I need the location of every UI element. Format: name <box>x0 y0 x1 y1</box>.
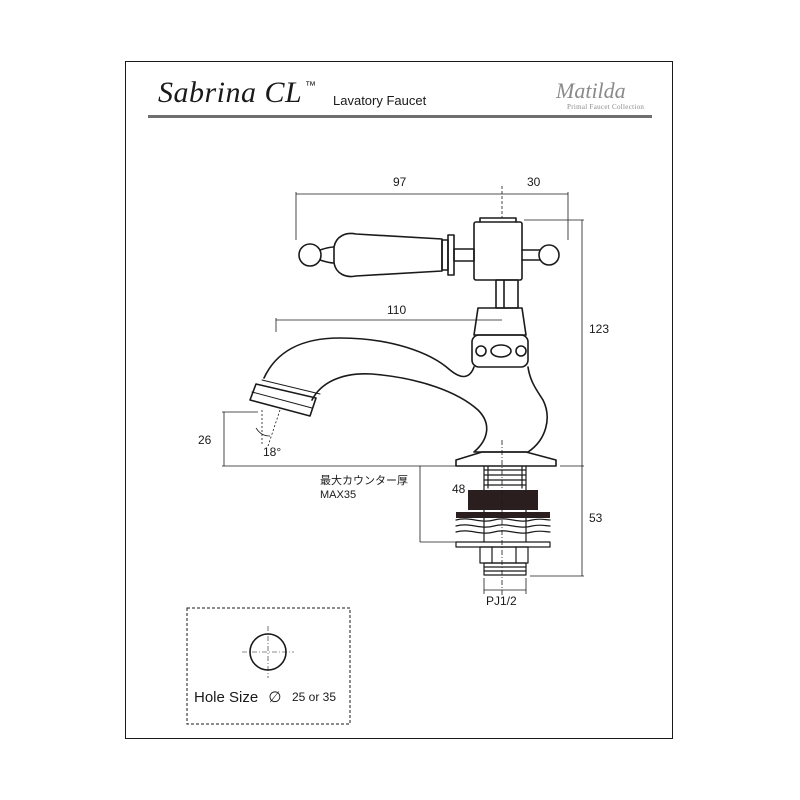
header-rule <box>148 115 652 118</box>
hole-size-label: Hole Size ∅ <box>194 688 281 706</box>
diameter-icon: ∅ <box>268 689 282 706</box>
dim-shank-length: 48 <box>452 482 466 496</box>
dim-thread: PJ1/2 <box>486 594 517 608</box>
body-collar <box>471 307 529 368</box>
dim-handle-span: 97 <box>393 175 407 189</box>
hole-size-box <box>186 607 351 725</box>
mounting-shank <box>455 465 551 576</box>
dim-handle-right: 30 <box>527 175 541 189</box>
dim-spout-angle: 18° <box>263 445 282 459</box>
product-name: Sabrina CL <box>158 76 303 109</box>
dim-below-counter: 53 <box>589 511 603 525</box>
mounting-washer <box>456 490 550 518</box>
product-type: Lavatory Faucet <box>333 93 427 108</box>
dim-spout-clearance: 26 <box>198 433 212 447</box>
base-plate <box>455 451 557 467</box>
brand-tagline: Primal Faucet Collection <box>567 103 645 111</box>
valve-head <box>473 217 560 309</box>
dimension-lines <box>222 186 584 600</box>
counter-thickness-label: 最大カウンター厚 <box>320 475 408 487</box>
counter-thickness-max: MAX35 <box>320 489 357 501</box>
brand-logo: Matilda <box>556 78 626 103</box>
trademark-mark: ™ <box>305 80 316 92</box>
dim-overall-height: 123 <box>589 322 610 336</box>
hole-size-value: 25 or 35 <box>292 690 337 704</box>
lever-handle <box>298 232 475 278</box>
dim-spout-reach: 110 <box>387 303 407 317</box>
drawing-frame <box>125 61 673 739</box>
spout-body <box>249 337 548 453</box>
hole-size-text: Hole Size <box>194 689 259 706</box>
